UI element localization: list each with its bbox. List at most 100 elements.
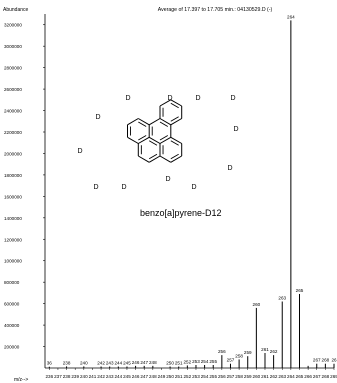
x-tick-label: 247	[140, 374, 148, 379]
peak-label: 265	[296, 288, 304, 293]
y-tick-label: 2400000	[4, 109, 22, 114]
x-tick-label: 245	[123, 374, 131, 379]
double-bond	[148, 153, 158, 160]
ring-bond	[127, 118, 139, 126]
y-axis-label: Abundance	[3, 7, 29, 13]
double-bond	[138, 121, 147, 127]
x-tick-label: 251	[175, 374, 183, 379]
peak-label: 26	[331, 358, 337, 363]
x-tick-label: 249	[158, 374, 166, 379]
peak-bars	[48, 20, 335, 368]
peak-label: 36	[47, 361, 53, 366]
peak-label: 253	[192, 359, 200, 364]
y-axis-ticks: 2000004000006000008000001000000120000014…	[4, 23, 45, 350]
peak-label: 254	[201, 359, 209, 364]
y-tick-label: 2600000	[4, 87, 22, 92]
y-tick-label: 1000000	[4, 259, 22, 264]
x-tick-label: 239	[71, 374, 79, 379]
x-tick-label: 260	[253, 374, 261, 379]
x-tick-label: 262	[270, 374, 278, 379]
ring-bond	[159, 155, 172, 163]
peak-label: 258	[235, 353, 243, 358]
peak-label: 246	[132, 360, 140, 365]
ring-bond	[170, 99, 182, 107]
x-tick-label: 261	[261, 374, 269, 379]
y-tick-label: 1400000	[4, 216, 22, 221]
peak-label: 252	[184, 359, 192, 364]
double-bond	[170, 153, 179, 160]
deuterium-atom-label: D	[195, 95, 200, 102]
peak-label: 248	[149, 360, 157, 365]
peak-label: 264	[287, 14, 295, 19]
peak-label: 244	[114, 360, 122, 365]
deuterium-atom-label: D	[230, 95, 235, 102]
deuterium-atom-label: D	[125, 95, 130, 102]
x-tick-label: 263	[278, 374, 286, 379]
peak-label: 242	[97, 360, 105, 365]
molecule-name-annotation: benzo[a]pyrene-D12	[140, 208, 222, 218]
x-tick-label: 248	[149, 374, 157, 379]
peak-label: 267	[313, 358, 321, 363]
x-tick-label: 242	[97, 374, 105, 379]
y-tick-label: 800000	[4, 280, 20, 285]
x-tick-label: 236	[45, 374, 53, 379]
double-bond	[159, 135, 169, 141]
ring-bond	[127, 136, 139, 144]
y-tick-label: 1800000	[4, 173, 22, 178]
deuterium-atom-label: D	[233, 126, 238, 133]
ring-bond	[170, 118, 182, 126]
x-tick-label: 250	[166, 374, 174, 379]
ring-bond	[170, 155, 182, 163]
ring-bond	[138, 118, 150, 126]
x-tick-label: 241	[89, 374, 97, 379]
y-tick-label: 200000	[4, 345, 20, 350]
deuterium-atom-label: D	[165, 176, 170, 183]
peak-label: 247	[140, 360, 148, 365]
y-tick-label: 2000000	[4, 151, 22, 156]
x-tick-label: 267	[313, 374, 321, 379]
ring-bond	[170, 136, 182, 144]
ring-bond	[138, 136, 150, 144]
x-tick-label: 258	[235, 374, 243, 379]
ring-bond	[148, 118, 161, 126]
x-tick-label: 243	[106, 374, 114, 379]
peak-label: 257	[227, 358, 235, 363]
double-bond	[159, 121, 169, 127]
axes	[44, 14, 334, 369]
deuterium-atom-label: D	[93, 184, 98, 191]
peak-label: 255	[209, 359, 217, 364]
x-tick-label: 255	[209, 374, 217, 379]
double-bond	[170, 116, 179, 122]
ring-bond	[159, 99, 172, 107]
double-bond	[138, 135, 147, 141]
x-tick-label: 266	[304, 374, 312, 379]
x-tick-label: 256	[218, 374, 226, 379]
x-tick-label: 244	[114, 374, 122, 379]
x-tick-label: 253	[192, 374, 200, 379]
double-bond	[170, 102, 179, 109]
peak-label: 260	[253, 302, 261, 307]
ring-bond	[138, 155, 150, 163]
x-axis-label: m/z-->	[14, 377, 28, 383]
x-tick-label: 268	[322, 374, 330, 379]
ring-bond	[159, 136, 172, 144]
y-tick-label: 1600000	[4, 194, 22, 199]
y-tick-label: 400000	[4, 323, 20, 328]
ring-bond	[159, 118, 172, 126]
double-bond	[170, 140, 179, 146]
y-tick-label: 3000000	[4, 44, 22, 49]
chart-title: Average of 17.397 to 17.705 min.: 041305…	[158, 7, 273, 13]
ring-bond	[148, 136, 161, 144]
x-tick-label: 264	[287, 374, 295, 379]
peak-label: 259	[244, 350, 252, 355]
deuterium-atom-label: D	[95, 114, 100, 121]
x-tick-label: 265	[296, 374, 304, 379]
y-tick-label: 600000	[4, 302, 20, 307]
x-tick-label: 252	[184, 374, 192, 379]
y-tick-label: 2800000	[4, 66, 22, 71]
peak-label: 250	[166, 360, 174, 365]
